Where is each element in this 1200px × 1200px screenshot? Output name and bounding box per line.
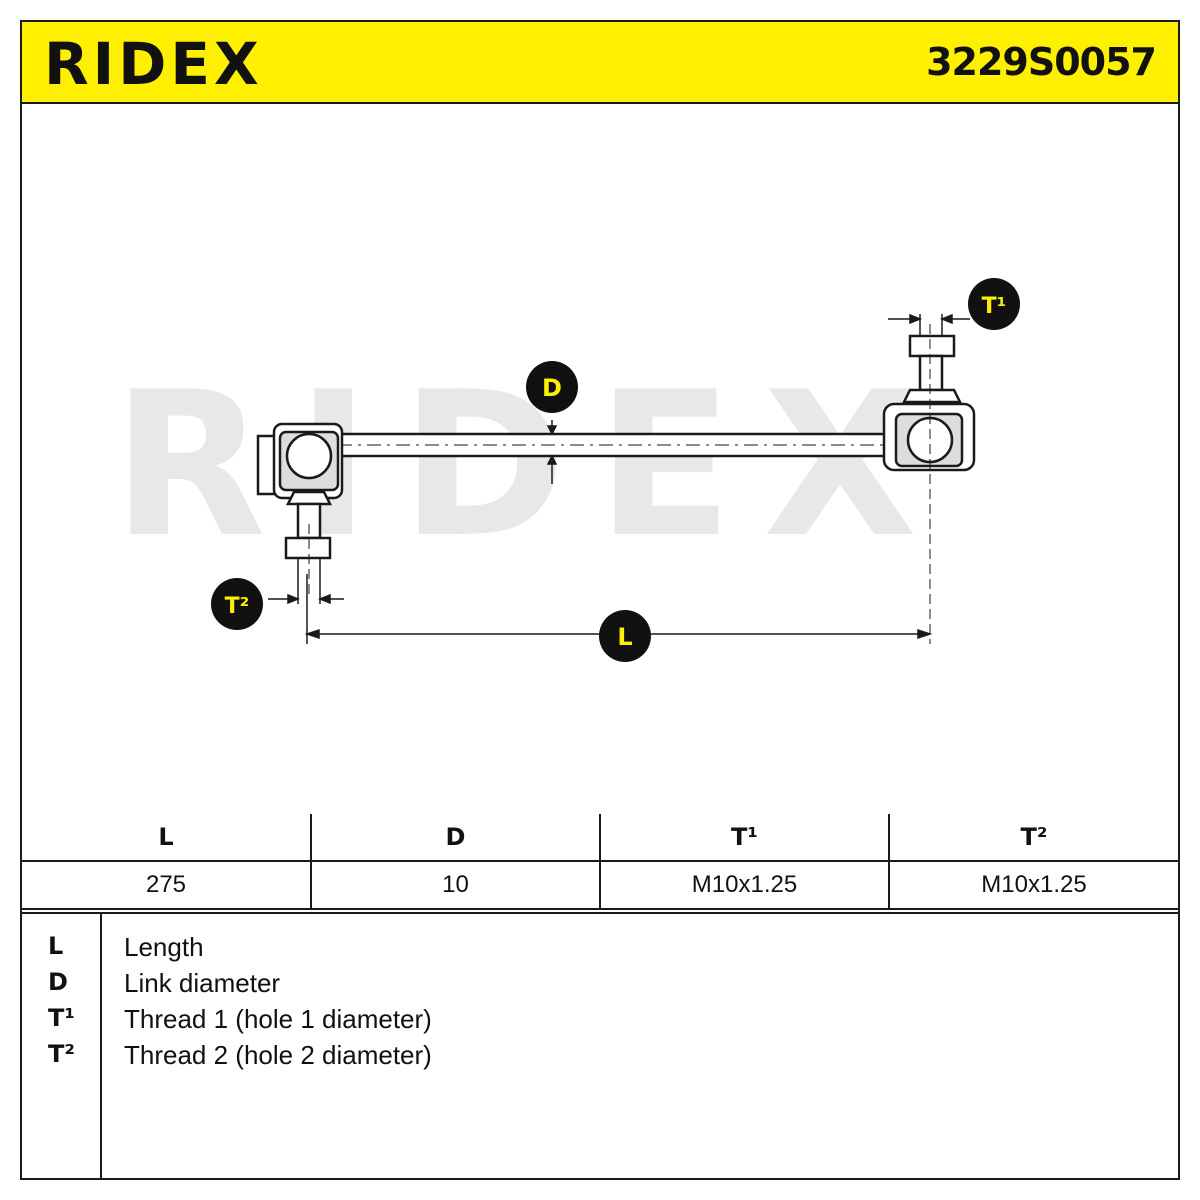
logo-text: RIDEX: [44, 30, 263, 98]
callout-l-label: L: [617, 623, 632, 651]
legend-divider: [100, 914, 102, 1180]
spec-header-l: L: [22, 814, 312, 862]
legend-symbol: T¹: [48, 1004, 75, 1032]
callout-d-label: D: [542, 374, 562, 402]
legend: L Length D Link diameter T¹ Thread 1 (ho…: [22, 912, 1178, 1180]
legend-text: Link diameter: [124, 968, 281, 998]
dimension-t2: [268, 558, 344, 605]
dimension-d: [546, 420, 558, 484]
datasheet-frame: RIDEX 3229S0057 RIDEX: [20, 20, 1180, 1180]
callout-l: L: [599, 610, 651, 662]
callout-t1-label: T¹: [982, 294, 1007, 319]
legend-symbol: D: [48, 968, 68, 996]
spec-value-l: 275: [22, 860, 312, 910]
legend-row: L Length: [22, 932, 1178, 968]
legend-symbol: L: [48, 932, 64, 960]
watermark-logo: RIDEX: [112, 349, 947, 582]
left-ball-joint: [256, 422, 344, 594]
legend-text: Thread 1 (hole 1 diameter): [124, 1004, 432, 1034]
stabilizer-link-rod: [336, 432, 900, 458]
right-ball-joint: [882, 324, 976, 644]
callout-t1: T¹: [968, 278, 1020, 330]
callout-d: D: [526, 361, 578, 413]
spec-header-d: D: [310, 814, 601, 862]
callout-t2: T²: [211, 578, 263, 630]
legend-row: T² Thread 2 (hole 2 diameter): [22, 1040, 1178, 1076]
spec-value-row: 275 10 M10x1.25 M10x1.25: [22, 860, 1178, 910]
legend-symbol: T²: [48, 1040, 75, 1068]
technical-drawing: RIDEX: [112, 278, 1020, 662]
header-bar: RIDEX 3229S0057: [22, 22, 1178, 104]
ridex-logo: RIDEX: [44, 30, 263, 98]
spec-value-t2: M10x1.25: [888, 860, 1178, 910]
part-number: 3229S0057: [926, 40, 1157, 84]
spec-table: L D T¹ T² 275 10 M10x1.25 M10x1.25: [22, 814, 1178, 910]
legend-text: Length: [124, 932, 204, 962]
dimension-t1: [888, 313, 970, 336]
spec-header-row: L D T¹ T²: [22, 814, 1178, 862]
spec-header-t2: T²: [888, 814, 1178, 862]
legend-text: Thread 2 (hole 2 diameter): [124, 1040, 432, 1070]
legend-row: T¹ Thread 1 (hole 1 diameter): [22, 1004, 1178, 1040]
spec-value-t1: M10x1.25: [599, 860, 890, 910]
callout-t2-label: T²: [225, 594, 250, 619]
spec-value-d: 10: [310, 860, 601, 910]
spec-header-t1: T¹: [599, 814, 890, 862]
legend-row: D Link diameter: [22, 968, 1178, 1004]
